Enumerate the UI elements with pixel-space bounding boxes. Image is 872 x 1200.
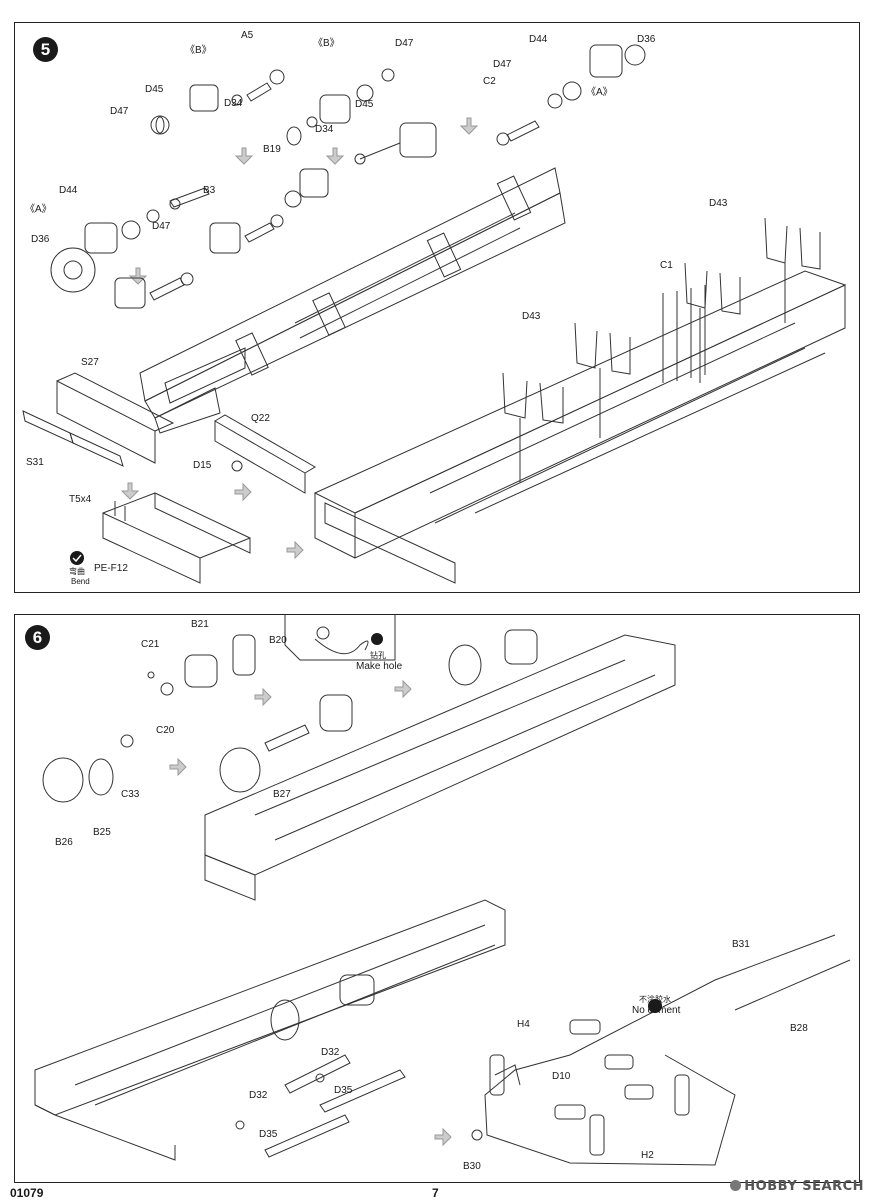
label-b27: B27 (273, 789, 291, 800)
label-d36-b: D36 (31, 234, 50, 245)
lower-chassis (34, 899, 506, 1161)
label-a-top: 《A》 (586, 87, 613, 98)
watermark-logo-icon (730, 1180, 742, 1191)
label-a5: A5 (241, 30, 254, 41)
lower-arms (235, 1054, 406, 1158)
step-6-diagram (34, 615, 851, 1166)
label-d44-b: D44 (59, 185, 78, 196)
step-number: 5 (33, 37, 58, 62)
label-pe-f12: PE-F12 (94, 563, 128, 574)
watermark: HOBBY SEARCH (730, 1179, 864, 1194)
label-s27: S27 (81, 357, 99, 368)
step-number: 6 (25, 625, 50, 650)
label-d36-a: D36 (637, 34, 656, 45)
label-no-cement-cn: 不涂胶水 (639, 995, 671, 1004)
label-d45-a: D45 (145, 84, 164, 95)
label-c2: C2 (483, 76, 496, 87)
label-d44-a: D44 (529, 34, 548, 45)
label-bend-cn: 弯曲 (69, 567, 85, 576)
label-d34-a: D34 (224, 98, 243, 109)
label-c21: C21 (141, 639, 160, 650)
label-d15: D15 (193, 460, 212, 471)
label-c33: C33 (121, 789, 140, 800)
page-number: 7 (432, 1186, 439, 1200)
c1-parts (662, 285, 706, 383)
label-d45-b: D45 (355, 99, 374, 110)
label-make-hole: Make hole (356, 661, 403, 672)
q22-part (214, 414, 316, 494)
label-hole-cn: 钻孔 (370, 651, 386, 660)
label-b-top-2: 《B》 (313, 38, 340, 49)
label-b21: B21 (191, 619, 209, 630)
label-d35-b: D35 (259, 1129, 278, 1140)
label-d47-b: D47 (395, 38, 414, 49)
label-b20: B20 (269, 635, 287, 646)
axle-parts (50, 44, 646, 309)
label-d47-d: D47 (110, 106, 129, 117)
label-b3: B3 (203, 185, 216, 196)
label-c1: C1 (660, 260, 673, 271)
label-d43-a: D43 (709, 198, 728, 209)
label-d10: D10 (552, 1071, 571, 1082)
frame-rail-left (139, 167, 566, 434)
label-b31: B31 (732, 939, 750, 950)
label-bend-en: Bend (71, 577, 90, 586)
label-b30: B30 (463, 1161, 481, 1172)
label-d47-e: D47 (152, 221, 171, 232)
label-d47-c: D47 (493, 59, 512, 70)
step-6-panel: 6 (14, 614, 860, 1183)
label-b25: B25 (93, 827, 111, 838)
pe-f12-crossmember (102, 492, 251, 584)
step-5-panel: 5 (14, 22, 860, 593)
watermark-text: HOBBY SEARCH (744, 1179, 864, 1194)
suspension-group (434, 934, 851, 1166)
label-c20: C20 (156, 725, 175, 736)
label-t5x4: T5x4 (69, 494, 92, 505)
label-no-cement: No cement (632, 1005, 681, 1016)
label-d35-a: D35 (334, 1085, 353, 1096)
s27-s31-parts (22, 372, 175, 500)
ladder-frame-right (313, 270, 847, 584)
d43-brackets (502, 217, 821, 483)
label-b28: B28 (790, 1023, 808, 1034)
label-b19: B19 (263, 144, 281, 155)
label-h4: H4 (517, 1019, 530, 1030)
upper-chassis (204, 629, 676, 901)
rail-brackets (235, 175, 532, 376)
label-b-top-1: 《B》 (185, 45, 212, 56)
product-code: 01079 (10, 1186, 44, 1200)
hub-parts (42, 634, 412, 803)
step-5-diagram (22, 44, 847, 584)
label-h2: H2 (641, 1150, 654, 1161)
label-d32-b: D32 (249, 1090, 268, 1101)
label-s31: S31 (26, 457, 44, 468)
label-d34-b: D34 (315, 124, 334, 135)
label-b26: B26 (55, 837, 73, 848)
label-q22: Q22 (251, 413, 270, 424)
label-d43-b: D43 (522, 311, 541, 322)
label-a-left: 《A》 (25, 204, 52, 215)
label-d32-a: D32 (321, 1047, 340, 1058)
